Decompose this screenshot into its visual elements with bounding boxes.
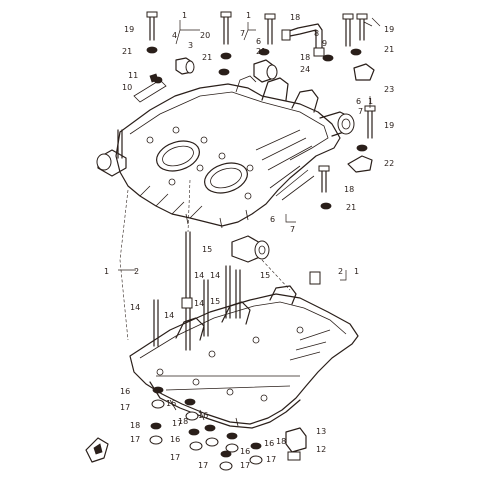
callout-19: 19 (384, 25, 394, 34)
callout-17: 17 (170, 453, 180, 462)
callout-8: 8 (314, 29, 319, 38)
callout-12: 12 (316, 445, 326, 454)
callout-14: 14 (210, 271, 220, 280)
callout-19: 19 (384, 121, 394, 130)
callout-7: 7 (240, 29, 245, 38)
callout-23: 23 (384, 85, 394, 94)
callout-17: 17 (266, 455, 276, 464)
callout-16: 16 (166, 399, 176, 408)
callout-19: 19 (124, 25, 134, 34)
callout-21: 21 (384, 45, 394, 54)
callout-13: 13 (316, 427, 326, 436)
callout-17: 17 (198, 461, 208, 470)
clip-parts (133, 63, 375, 173)
callout-1: 1 (354, 267, 359, 276)
callout-6: 6 (270, 215, 275, 224)
callout-15: 15 (210, 297, 220, 306)
callout-21: 21 (256, 47, 266, 56)
callout-1: 1 (104, 267, 109, 276)
callout-21: 21 (122, 47, 132, 56)
callout-2: 2 (134, 267, 139, 276)
callout-labels: 19 1 4 3 20 1 7 6 18 8 9 19 21 21 21 18 … (104, 11, 394, 470)
callout-14: 14 (164, 311, 174, 320)
callout-21: 21 (202, 53, 212, 62)
callout-2: 2 (338, 267, 343, 276)
oil-pipe (281, 23, 325, 57)
callout-17: 17 (120, 403, 130, 412)
upper-crankcase (96, 75, 355, 229)
callout-24: 24 (300, 65, 310, 74)
callout-17: 17 (240, 461, 250, 470)
callout-11: 11 (128, 71, 138, 80)
callout-16: 16 (198, 411, 208, 420)
lower-crankcase (129, 285, 359, 429)
callout-18: 18 (178, 417, 188, 426)
lower-nuts (85, 386, 307, 471)
callout-17: 17 (172, 419, 182, 428)
callout-1: 1 (368, 97, 373, 106)
callout-1: 1 (246, 11, 251, 20)
callout-4: 4 (172, 31, 177, 40)
callout-6: 6 (256, 37, 261, 46)
callout-14: 14 (194, 271, 204, 280)
callout-7: 7 (358, 107, 363, 116)
callout-18: 18 (276, 437, 286, 446)
callout-7: 7 (290, 225, 295, 234)
callout-3: 3 (188, 41, 193, 50)
callout-16: 16 (120, 387, 130, 396)
lower-studs (153, 231, 321, 351)
callout-16: 16 (170, 435, 180, 444)
callout-18: 18 (290, 13, 300, 22)
callout-14: 14 (130, 303, 140, 312)
callout-18: 18 (300, 53, 310, 62)
callout-15: 15 (202, 245, 212, 254)
callout-10: 10 (122, 83, 132, 92)
callout-22: 22 (384, 159, 394, 168)
callout-17: 17 (130, 435, 140, 444)
callout-16: 16 (264, 439, 274, 448)
callout-18: 18 (344, 185, 354, 194)
callout-14: 14 (194, 299, 204, 308)
callout-15: 15 (260, 271, 270, 280)
callout-18: 18 (130, 421, 140, 430)
guide-lines (118, 17, 381, 341)
callout-16: 16 (240, 447, 250, 456)
callout-1: 1 (182, 11, 187, 20)
callout-20: 20 (200, 31, 210, 40)
callout-9: 9 (322, 39, 327, 48)
callout-21: 21 (346, 203, 356, 212)
callout-6: 6 (356, 97, 361, 106)
crank-bearings (175, 57, 278, 263)
